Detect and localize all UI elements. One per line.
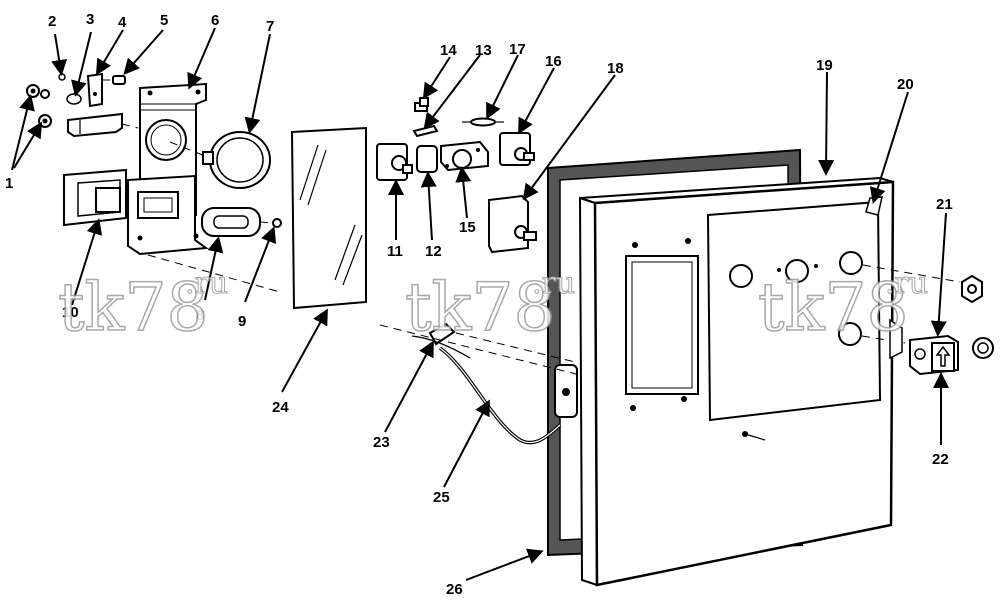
callout-26: 26 (446, 581, 463, 598)
door-panel (554, 176, 961, 587)
callout-14: 14 (440, 42, 457, 59)
callout-2: 2 (48, 13, 56, 30)
callout-16: 16 (545, 53, 562, 70)
callout-3: 3 (86, 11, 94, 28)
gauge (202, 131, 271, 189)
watermark-center-suffix: .ru (532, 266, 575, 301)
callout-22: 22 (932, 451, 949, 468)
callout-25: 25 (433, 489, 450, 506)
callout-labels: 1 2 3 4 5 6 7 8 9 10 11 12 13 14 15 16 1… (5, 11, 953, 598)
mounting-bracket (63, 82, 281, 293)
switches-and-lamps (376, 97, 537, 254)
watermarks: tk78 .ru tk78 .ru tk78 .ru (57, 266, 928, 347)
callout-8: 8 (196, 307, 204, 324)
callout-6: 6 (211, 12, 219, 29)
callout-20: 20 (897, 76, 914, 93)
callout-21: 21 (936, 196, 953, 213)
glass-pane (290, 126, 367, 310)
callout-7: 7 (266, 18, 274, 35)
callout-19: 19 (816, 57, 833, 74)
small-hardware (26, 72, 282, 228)
callout-24: 24 (272, 399, 289, 416)
watermark-left-suffix: .ru (185, 266, 228, 301)
callout-1: 1 (5, 175, 13, 192)
callout-15: 15 (459, 219, 476, 236)
callout-11: 11 (387, 243, 403, 260)
ground-cable (379, 322, 581, 445)
watermark-left: tk78 (58, 269, 209, 346)
callout-18: 18 (607, 60, 624, 77)
callout-13: 13 (475, 42, 492, 59)
callout-12: 12 (425, 243, 442, 260)
lamp-holder (909, 274, 994, 376)
callout-10: 10 (62, 304, 79, 321)
watermark-right-suffix: .ru (885, 266, 928, 301)
callout-5: 5 (160, 12, 168, 29)
watermark-right: tk78 (758, 269, 909, 346)
callout-23: 23 (373, 434, 390, 451)
watermark-center: tk78 (405, 269, 556, 346)
callout-4: 4 (118, 14, 127, 31)
leader-lines (11, 27, 949, 581)
callout-17: 17 (509, 41, 526, 58)
callout-9: 9 (238, 313, 246, 330)
